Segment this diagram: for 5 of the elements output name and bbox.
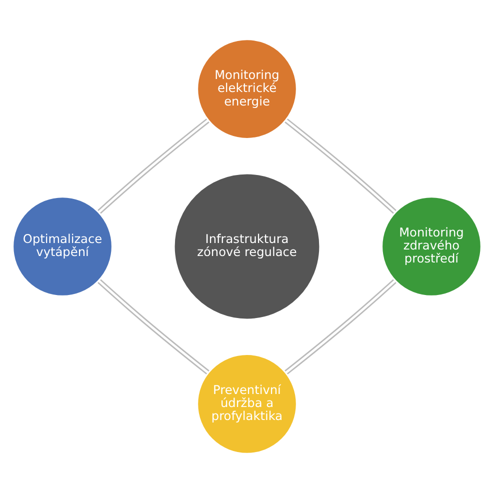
connector [284,118,396,214]
node-circle: Infrastruktura zónové regulace [172,171,322,321]
connector [98,118,210,214]
connector [98,278,210,374]
connector [284,278,396,374]
